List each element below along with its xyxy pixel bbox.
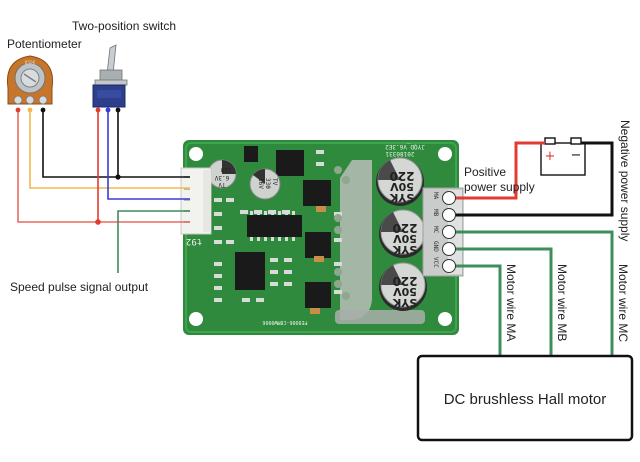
svg-text:MB: MB <box>432 209 439 217</box>
capacitor-220uf-6v3: 220 6.3V TV <box>207 159 237 189</box>
wire-switch-blue <box>107 110 190 200</box>
ic-chip <box>247 215 302 237</box>
mounting-hole <box>189 147 203 161</box>
svg-text:6.3V: 6.3V <box>214 174 229 181</box>
negative-supply-label: Negative power supply <box>618 120 632 241</box>
wire-pot-red <box>17 110 190 223</box>
driver-board: 220 6.3V TV 330 16V TV 220 50V SYK 220 5… <box>180 140 464 335</box>
wire-speed-pulse <box>117 210 190 273</box>
junction-dot <box>115 174 121 180</box>
pot-marking: B50K <box>25 60 36 65</box>
signal-wires <box>17 110 190 273</box>
motor-wire-mc-label: Motor wire MC <box>616 264 630 342</box>
ic-chip <box>305 232 331 258</box>
battery-plus: + <box>545 149 556 164</box>
svg-text:16V: 16V <box>257 178 264 189</box>
motor-wire-mb-label: Motor wire MB <box>555 264 569 341</box>
capacitor-220uf-50v-1: 220 50V SYK <box>376 157 424 206</box>
svg-text:MC: MC <box>432 226 439 234</box>
connector-marking: t92 <box>186 236 202 246</box>
svg-text:MA: MA <box>432 192 439 200</box>
wire-pot-orange <box>29 110 190 189</box>
positive-supply-label-1: Positive <box>464 165 506 179</box>
svg-text:GND: GND <box>432 241 439 252</box>
svg-text:VCC: VCC <box>432 257 439 268</box>
smd-components <box>214 150 342 302</box>
ic-chip <box>303 180 331 206</box>
toggle-switch <box>92 44 128 108</box>
svg-text:50V: 50V <box>393 285 417 298</box>
svg-text:TV: TV <box>271 178 278 186</box>
board-part-marking: FE8006-C8MW0006 <box>262 319 307 325</box>
terminal-labels: MA MB MC GND VCC <box>432 192 439 268</box>
potentiometer-label: Potentiometer <box>7 37 82 51</box>
battery-icon: + − <box>540 137 586 176</box>
mounting-hole <box>189 312 203 326</box>
svg-text:SYK: SYK <box>389 191 414 204</box>
motor-box <box>416 354 634 442</box>
positive-supply-label-2: power supply <box>464 180 535 194</box>
svg-text:220: 220 <box>389 169 414 183</box>
mounting-hole <box>438 312 452 326</box>
heatsink <box>340 160 372 320</box>
board-date-marking: 20180331 <box>385 150 414 157</box>
wire-negative-power <box>450 141 614 217</box>
wire-motor-mb <box>450 247 553 355</box>
signal-connector <box>180 167 212 235</box>
mounting-hole <box>438 147 452 161</box>
svg-text:220: 220 <box>392 221 417 235</box>
svg-text:SYK: SYK <box>392 296 417 309</box>
regulator-chip <box>276 150 304 176</box>
potentiometer: B50K <box>6 55 54 105</box>
capacitor-220uf-50v-2: 220 50V SYK <box>379 209 427 258</box>
speed-pulse-label: Speed pulse signal output <box>10 280 149 294</box>
wire-motor-mc <box>450 230 614 355</box>
board-version-marking: JYQD_V6.3E2 <box>385 143 425 150</box>
switch-label: Two-position switch <box>72 19 176 33</box>
svg-text:50V: 50V <box>390 180 414 193</box>
svg-text:330: 330 <box>264 178 271 189</box>
motor-wire-ma-label: Motor wire MA <box>504 264 518 341</box>
motor-label: DC brushless Hall motor <box>444 391 607 408</box>
junction-dot <box>95 219 101 225</box>
ic-chip <box>235 252 265 290</box>
ic-chip <box>305 282 331 308</box>
capacitor-220uf-50v-3: 220 50V SYK <box>379 262 427 311</box>
capacitor-330uf-16v: 330 16V TV <box>249 168 281 200</box>
terminal-screws <box>442 191 456 273</box>
wire-pot-black <box>42 110 190 178</box>
battery-minus: − <box>571 148 582 163</box>
motor-wires <box>450 230 614 355</box>
wire-positive-power <box>450 141 545 200</box>
svg-text:50V: 50V <box>393 232 417 245</box>
svg-text:TV: TV <box>218 181 226 188</box>
svg-text:SYK: SYK <box>392 243 417 256</box>
wire-motor-ma <box>450 264 502 355</box>
svg-text:220: 220 <box>392 274 417 288</box>
svg-text:220: 220 <box>220 166 231 173</box>
